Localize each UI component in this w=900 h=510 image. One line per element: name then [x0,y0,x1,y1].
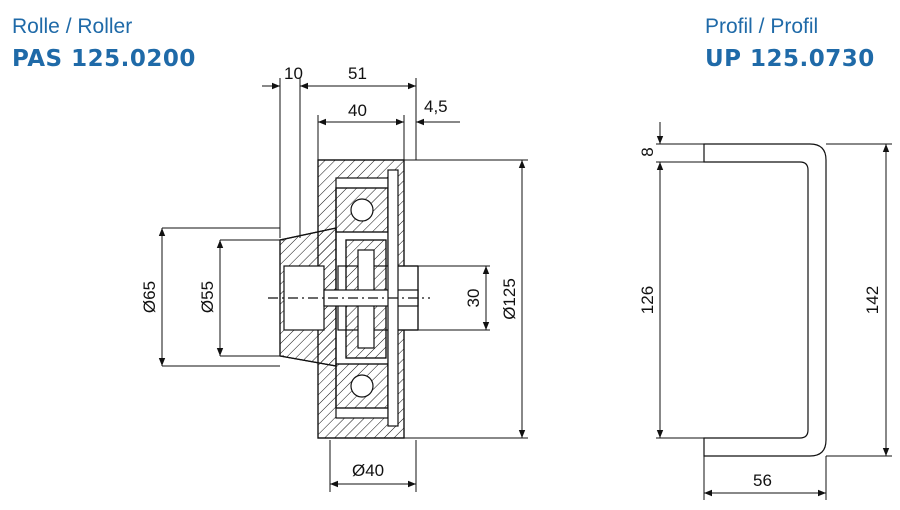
dim-10: 10 [284,64,303,83]
u-profile-section [703,143,827,457]
roller-label: Rolle / Roller [12,15,133,38]
dim-51: 51 [348,64,367,83]
dim-dia-40: Ø40 [352,461,384,480]
dim-p8: 8 [638,147,657,156]
dim-30: 30 [464,289,483,308]
roller-code: PAS 125.0200 [12,46,196,72]
dim-p142: 142 [863,286,882,314]
profile-drawing [703,143,827,457]
dim-dia-125: Ø125 [500,278,519,320]
dim-dia-55: Ø55 [198,281,217,313]
upper-bearing [335,187,389,233]
dim-p126: 126 [638,286,657,314]
profile-code: UP 125.0730 [705,46,875,72]
dim-40: 40 [348,101,367,120]
roller-dimensions [158,78,528,492]
roller-drawing [268,159,430,439]
lower-bearing [335,363,389,409]
dim-4-5: 4,5 [424,97,448,116]
dim-dia-65: Ø65 [140,281,159,313]
profile-label: Profil / Profil [705,15,819,38]
dim-p56: 56 [753,471,772,490]
profile-dimensions [656,122,892,500]
